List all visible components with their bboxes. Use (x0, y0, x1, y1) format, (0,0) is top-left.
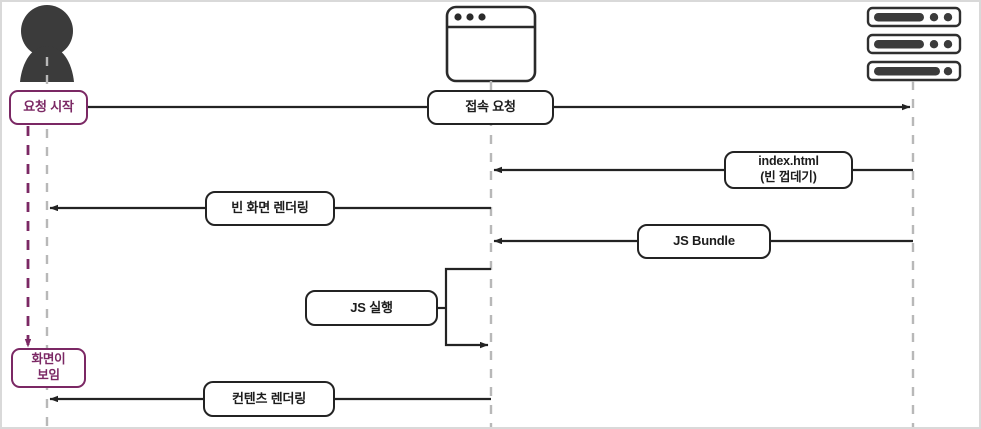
message-box-js-bundle[interactable]: JS Bundle (637, 224, 771, 259)
message-box-content-render[interactable]: 컨텐츠 렌더링 (203, 381, 335, 417)
self-call-bracket-js-exec (444, 267, 491, 349)
message-box-blank-screen-render[interactable]: 빈 화면 렌더링 (205, 191, 335, 226)
message-box-index-html[interactable]: index.html (빈 껍데기) (724, 151, 853, 189)
browser-window-icon (445, 5, 537, 83)
message-box-js-execution[interactable]: JS 실행 (305, 290, 438, 326)
person-icon (20, 5, 74, 82)
message-box-screen-visible[interactable]: 화면이 보임 (11, 348, 86, 388)
server-stack-icon (866, 6, 962, 82)
message-box-request-start[interactable]: 요청 시작 (9, 90, 88, 125)
message-box-connect-request[interactable]: 접속 요청 (427, 90, 554, 125)
